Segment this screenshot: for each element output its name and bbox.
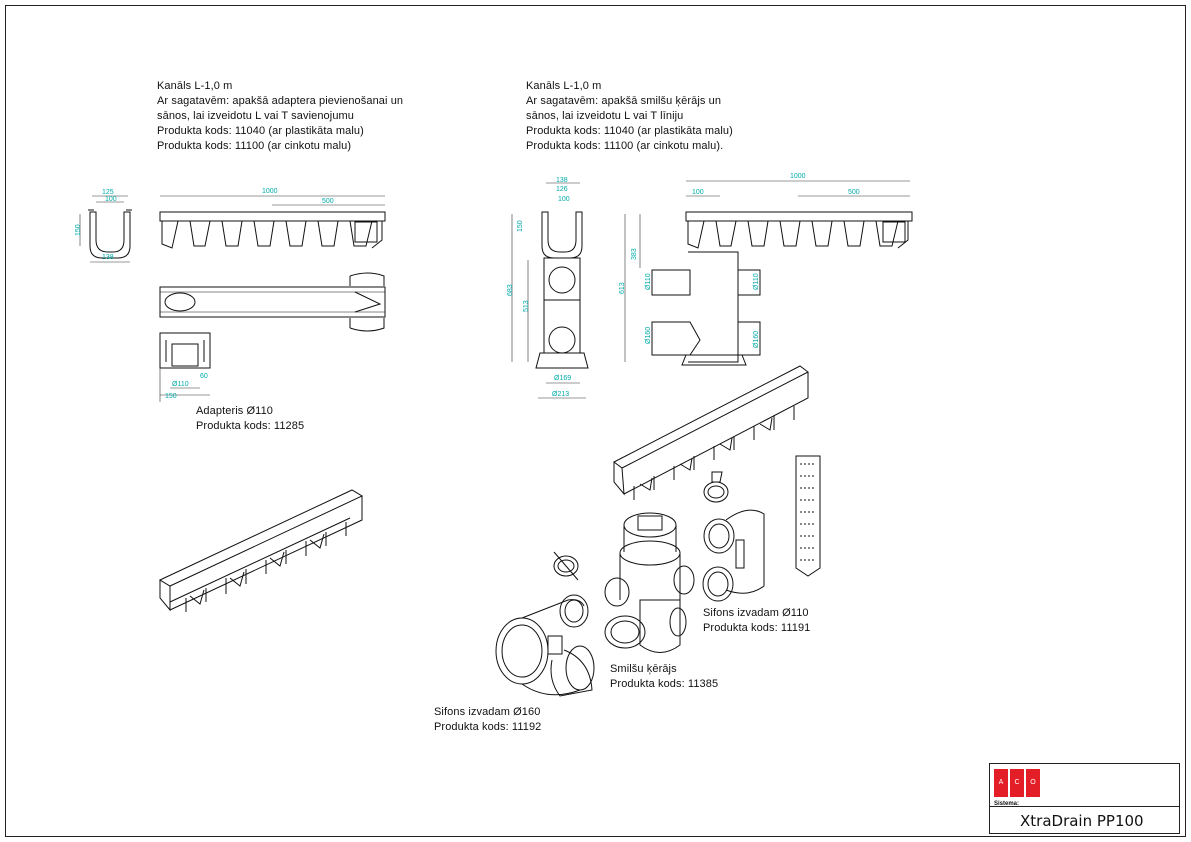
dim-125: 125 xyxy=(102,189,114,196)
strainer-small-isometric xyxy=(553,551,579,581)
dim-100: 100 xyxy=(105,196,117,203)
dim-d110-b: Ø110 xyxy=(753,273,760,290)
strainer-isometric xyxy=(795,455,821,577)
dim-126-right: 126 xyxy=(556,186,568,193)
dim-1000-right: 1000 xyxy=(790,173,806,180)
channel-right-description: Kanāls L-1,0 m Ar sagatavēm: apakšā smil… xyxy=(526,80,733,152)
title-block: A C O Sistema: XtraDrain PP100 xyxy=(989,763,1180,834)
channel-side-view-left xyxy=(159,195,386,249)
dim-513: 513 xyxy=(523,300,530,312)
dim-150-adapter: 150 xyxy=(165,393,177,400)
dim-d160-b: Ø160 xyxy=(753,331,760,348)
siphon-160-label: Sifons izvadam Ø160 Produkta kods: 11192 xyxy=(434,706,542,733)
dim-d110-a: Ø110 xyxy=(645,273,652,290)
channel-cross-section-left xyxy=(79,195,132,263)
adapter-isometric xyxy=(703,471,729,503)
adapter-label: Adapteris Ø110 Produkta kods: 11285 xyxy=(196,405,305,432)
dim-383: 383 xyxy=(631,248,638,260)
sand-trap-cross-section xyxy=(511,182,589,399)
logo-letter-a: A xyxy=(994,769,1008,797)
drawing-frame xyxy=(5,5,1186,837)
dim-138: 138 xyxy=(102,254,114,261)
dim-d160-a: Ø160 xyxy=(645,327,652,344)
sand-trap-isometric xyxy=(604,512,695,653)
siphon-110-label: Sifons izvadam Ø110 Produkta kods: 11191 xyxy=(703,607,811,634)
dim-613: 613 xyxy=(619,282,626,294)
dim-d169: Ø169 xyxy=(554,375,571,382)
sand-trap-label: Smilšu ķērājs Produkta kods: 11385 xyxy=(610,663,719,690)
channel-isometric-right xyxy=(613,365,809,500)
dim-500-right: 500 xyxy=(848,189,860,196)
dim-500-left: 500 xyxy=(322,198,334,205)
channel-plan-view-left xyxy=(159,272,386,332)
channel-left-description: Kanāls L-1,0 m Ar sagatavēm: apakšā adap… xyxy=(157,80,404,152)
channel-isometric-left xyxy=(158,489,364,612)
dim-150-right: 150 xyxy=(517,220,524,232)
system-label: Sistema: xyxy=(994,801,1020,807)
dim-60: 60 xyxy=(200,373,208,380)
dim-d213: Ø213 xyxy=(552,391,569,398)
title-separator xyxy=(990,806,1180,807)
logo-letter-c: C xyxy=(1010,769,1024,797)
system-name: XtraDrain PP100 xyxy=(1020,812,1144,830)
aco-logo: A C O xyxy=(994,769,1040,797)
dim-100-side: 100 xyxy=(692,189,704,196)
siphon-110-isometric xyxy=(702,509,765,602)
dim-150: 150 xyxy=(75,224,82,236)
logo-letter-o: O xyxy=(1026,769,1040,797)
dim-683: 683 xyxy=(507,284,514,296)
siphon-160-isometric xyxy=(495,594,595,697)
dim-1000-left: 1000 xyxy=(262,188,278,195)
adapter-section-drawing xyxy=(159,332,211,402)
dim-138-right: 138 xyxy=(556,177,568,184)
dim-100-right: 100 xyxy=(558,196,570,203)
sand-trap-side-view xyxy=(624,180,913,366)
dim-d110-adapter: Ø110 xyxy=(172,381,189,388)
